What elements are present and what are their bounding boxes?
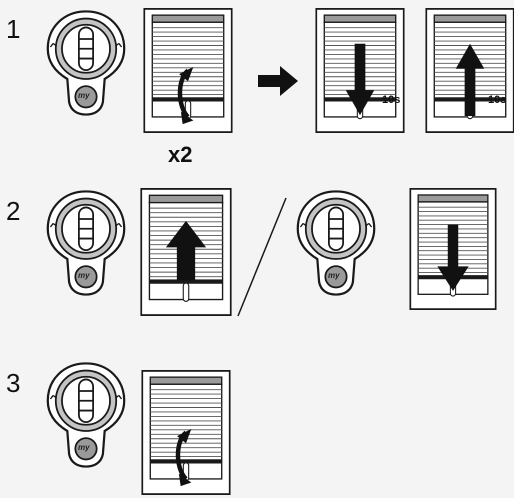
window-blind-icon: [136, 188, 236, 316]
window-blind-icon: 10s: [420, 8, 514, 133]
divider-slash: [236, 196, 290, 318]
my-button-label: my: [78, 271, 90, 280]
remote-control-icon: my: [46, 360, 126, 470]
window-blind-icon: 10s: [310, 8, 410, 133]
my-button-label: my: [328, 271, 340, 280]
step-3-number: 3: [6, 368, 21, 398]
window-blind-icon: [138, 8, 238, 133]
down-arrow-icon: [345, 43, 375, 116]
my-button-label: my: [78, 443, 90, 452]
remote-control-icon: my: [46, 8, 126, 118]
remote-control-icon: my: [46, 188, 126, 298]
press-twice-label: x2: [168, 142, 193, 167]
window-blind-icon: [136, 370, 236, 495]
step-2-number: 2: [6, 196, 21, 226]
step-1-number: 1: [6, 14, 21, 44]
curved-double-arrow-icon: [177, 66, 194, 125]
down-arrow-icon: [437, 224, 469, 291]
duration-up-label: 10s: [488, 94, 507, 106]
curved-double-arrow-icon: [175, 428, 192, 487]
duration-down-label: 10s: [382, 94, 401, 106]
remote-control-icon: my: [296, 188, 376, 298]
up-arrow-icon: [455, 43, 485, 117]
right-arrow-icon: [258, 66, 298, 96]
window-blind-icon: [404, 188, 502, 310]
my-button-label: my: [78, 91, 90, 100]
up-arrow-icon: [165, 220, 207, 281]
